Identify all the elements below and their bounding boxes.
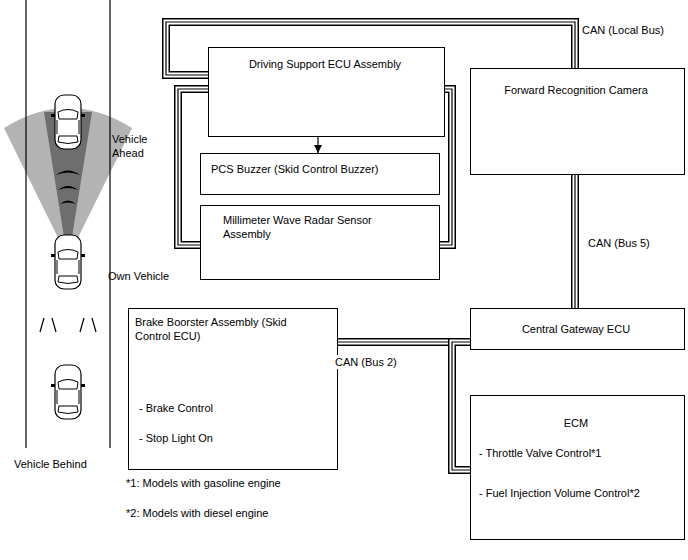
footnote: *1: Models with gasoline engine: [124, 476, 283, 490]
camera-box: Forward Recognition Camera: [470, 68, 685, 175]
bus-core: [574, 175, 575, 308]
box-title: ECM: [471, 416, 681, 430]
bus-label: CAN (Bus 2): [333, 355, 399, 369]
road-scene: [4, 0, 132, 448]
bus-label: CAN (Local Bus): [580, 23, 666, 37]
function-item: - Throttle Valve Control*1: [479, 446, 679, 460]
bus-outer: [571, 175, 579, 308]
box-title: PCS Buzzer (Skid Control Buzzer): [211, 162, 431, 176]
signal-arrow: [318, 137, 319, 153]
function-item: - Fuel Injection Volume Control*2: [479, 486, 679, 500]
motion-marks: [40, 318, 96, 332]
buzzer-box: PCS Buzzer (Skid Control Buzzer): [200, 153, 440, 195]
box-title: Driving Support ECU Assembly: [209, 57, 441, 71]
vehicle-label: Own Vehicle: [106, 269, 171, 283]
function-item: - Stop Light On: [139, 431, 329, 445]
box-title: Brake Boorster Assembly (Skid Control EC…: [135, 315, 300, 344]
ecu-box: ECM - Throttle Valve Control*1 - Fuel Inje…: [470, 395, 685, 540]
car-icon: [51, 365, 85, 419]
arrow-line: [317, 137, 318, 153]
road-edge: [109, 0, 110, 448]
vehicle-label: Vehicle Behind: [12, 457, 89, 471]
car-icon: [51, 95, 85, 149]
car-icon: [51, 235, 85, 289]
wave-marks: [56, 171, 80, 205]
vehicle-label: Vehicle Ahead: [110, 132, 174, 161]
road-edge: [25, 0, 26, 448]
bus-label: CAN (Bus 5): [586, 236, 652, 250]
box-title: Millimeter Wave Radar Sensor Assembly: [223, 213, 393, 242]
footnote: *2: Models with diesel engine: [124, 506, 270, 520]
box-title: Central Gateway ECU: [471, 322, 681, 336]
bus-outer: [452, 342, 470, 470]
sensor-box: Millimeter Wave Radar Sensor Assembly: [200, 205, 440, 280]
can-bus-line: [575, 175, 576, 308]
bus-core: [452, 342, 470, 470]
bus-gap: [573, 175, 578, 308]
gateway-box: Central Gateway ECU: [470, 308, 685, 350]
ecu-box: Brake Boorster Assembly (Skid Control EC…: [128, 308, 338, 470]
can-bus-line: [452, 342, 470, 470]
box-title: Forward Recognition Camera: [471, 83, 681, 97]
bus-gap: [452, 342, 470, 470]
cars: [51, 95, 85, 419]
function-item: - Brake Control: [139, 401, 329, 415]
ecu-box: Driving Support ECU Assembly: [208, 47, 445, 137]
